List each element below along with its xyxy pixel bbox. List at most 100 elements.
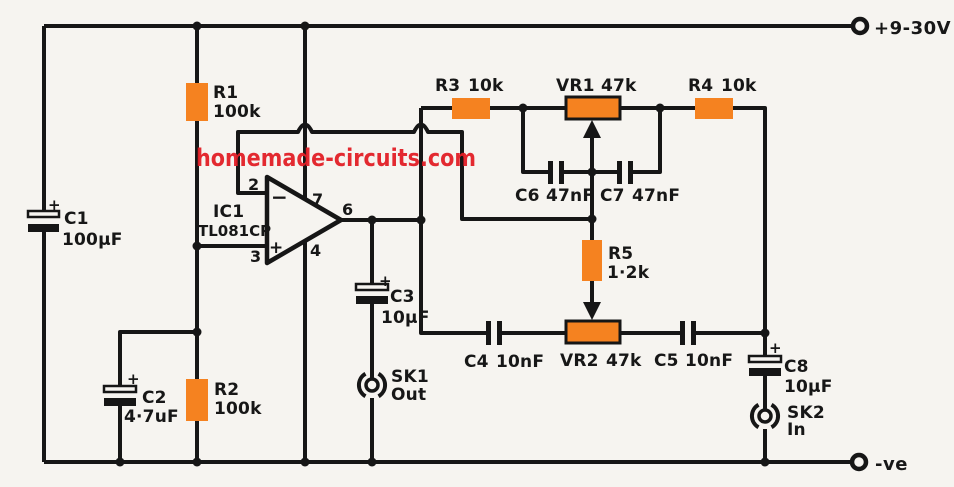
c2-branch-wire bbox=[118, 330, 197, 462]
junction-dot bbox=[587, 214, 597, 224]
cap-c3-plate-bottom bbox=[356, 296, 388, 304]
c1-ref-label: C1 bbox=[64, 209, 89, 229]
junction-dot bbox=[760, 328, 770, 338]
r5-ref-label: R5 bbox=[608, 244, 633, 264]
jack-sk1-inner-ring bbox=[364, 377, 380, 393]
sk2-function-label: In bbox=[787, 420, 806, 440]
vr1-value-label: 47k bbox=[601, 76, 637, 96]
cap-c5-plate-left bbox=[680, 321, 685, 345]
resistor-r5-body bbox=[582, 240, 602, 281]
c7-value-label: 47nF bbox=[632, 186, 680, 206]
jack-sk2-outer-ring bbox=[749, 402, 781, 430]
terminal-positive-supply bbox=[850, 16, 870, 36]
vr2-ref-label: VR2 bbox=[560, 351, 599, 371]
terminal-negative-supply bbox=[849, 452, 869, 472]
opamp-pin3-label: 3 bbox=[250, 247, 261, 266]
r2-ref-label: R2 bbox=[214, 380, 239, 400]
c6-value-label: 47nF bbox=[546, 186, 594, 206]
c3-polarity-sign: + bbox=[379, 272, 392, 290]
c4-value-label: 10nF bbox=[496, 352, 544, 372]
c2-ref-label: C2 bbox=[142, 388, 167, 408]
opamp-triangle bbox=[264, 174, 344, 266]
r3-c4-vertical-wire bbox=[419, 108, 486, 335]
cap-c5-plate-right bbox=[691, 321, 696, 345]
jacks-and-terminals bbox=[356, 16, 870, 472]
c8-polarity-sign: + bbox=[769, 339, 782, 357]
pot-vr1-body bbox=[564, 95, 622, 121]
sk2-ref-label: SK2 bbox=[787, 403, 825, 423]
cap-c1-plate-top bbox=[26, 209, 61, 219]
c5-ref-label: C5 bbox=[654, 351, 679, 371]
c8-ref-label: C8 bbox=[784, 357, 809, 377]
cap-c8-plate-top bbox=[747, 354, 783, 364]
opamp-pin4-label: 4 bbox=[310, 241, 321, 260]
opamp-part-label: TL081CP bbox=[198, 222, 271, 240]
cap-c4-plate-left bbox=[486, 321, 491, 345]
r1-value-label: 100k bbox=[213, 102, 261, 122]
junction-dot bbox=[587, 167, 597, 177]
pin2-feedback-wire bbox=[236, 122, 592, 221]
r5-value-label: 1·2k bbox=[607, 263, 650, 283]
wires bbox=[42, 24, 853, 464]
cap-c4-plate-right bbox=[497, 321, 502, 345]
junction-dot bbox=[192, 457, 202, 467]
capacitors bbox=[26, 161, 783, 406]
opamp-noninverting-sign: + bbox=[269, 238, 283, 258]
junction-dot bbox=[192, 21, 202, 31]
c1-value-label: 100µF bbox=[62, 230, 123, 250]
r3-ref-label: R3 bbox=[435, 76, 460, 96]
top-network-wire bbox=[421, 106, 767, 333]
r1-ref-label: R1 bbox=[213, 83, 238, 103]
cap-c3-plate-top bbox=[354, 282, 390, 292]
cap-c1-plate-bottom bbox=[28, 224, 59, 232]
resistor-r2-body bbox=[186, 379, 208, 421]
cap-c8-plate-bottom bbox=[749, 368, 781, 376]
vr1-ref-label: VR1 bbox=[556, 76, 595, 96]
opamp-ic1: − + 2 3 7 4 6 IC1 TL081CP bbox=[198, 174, 353, 266]
positive-supply-label: +9-30V bbox=[874, 18, 951, 39]
c2-polarity-sign: + bbox=[127, 370, 140, 388]
junction-dot bbox=[115, 457, 125, 467]
sk1-function-label: Out bbox=[391, 385, 426, 405]
junction-dot bbox=[367, 215, 377, 225]
labels: +9-30V -ve R1 100k R2 100k + C1 100µF + … bbox=[48, 18, 951, 475]
junction-dot bbox=[192, 241, 202, 251]
junction-dots bbox=[115, 21, 770, 467]
cap-c2-plate-top bbox=[102, 384, 138, 394]
sk1-ref-label: SK1 bbox=[391, 367, 429, 387]
r2-value-label: 100k bbox=[214, 399, 262, 419]
c1-polarity-sign: + bbox=[48, 196, 61, 214]
vr2-wiper-arrow bbox=[583, 302, 601, 320]
negative-supply-label: -ve bbox=[875, 454, 908, 475]
r4-value-label: 10k bbox=[721, 76, 757, 96]
junction-dot bbox=[367, 457, 377, 467]
resistor-r4-body bbox=[695, 98, 733, 119]
junction-dot bbox=[416, 215, 426, 225]
r3-value-label: 10k bbox=[468, 76, 504, 96]
opamp-pin2-label: 2 bbox=[248, 175, 259, 194]
opamp-pin7-label: 7 bbox=[312, 190, 323, 209]
vr1-wiper-arrow bbox=[583, 120, 601, 138]
jack-sk1-outer-ring bbox=[356, 371, 388, 399]
junction-dot bbox=[192, 327, 202, 337]
cap-c2-plate-bottom bbox=[104, 398, 136, 406]
c3-value-label: 10µF bbox=[381, 308, 430, 328]
vr2-value-label: 47k bbox=[606, 351, 642, 371]
junction-dot bbox=[300, 457, 310, 467]
opamp-pin6-label: 6 bbox=[342, 200, 353, 219]
cap-c7-plate-right bbox=[628, 161, 633, 184]
cap-c6-plate-right bbox=[559, 161, 564, 184]
junction-dot bbox=[300, 21, 310, 31]
cap-c7-plate-left bbox=[617, 161, 622, 184]
junction-dot bbox=[518, 103, 528, 113]
c5-value-label: 10nF bbox=[685, 351, 733, 371]
resistor-r1-body bbox=[186, 83, 208, 121]
resistors bbox=[186, 83, 733, 421]
c4-ref-label: C4 bbox=[464, 352, 489, 372]
opamp-inverting-sign: − bbox=[271, 185, 288, 209]
r4-ref-label: R4 bbox=[688, 76, 713, 96]
c2-value-label: 4·7uF bbox=[124, 407, 179, 427]
c3-ref-label: C3 bbox=[390, 287, 415, 307]
